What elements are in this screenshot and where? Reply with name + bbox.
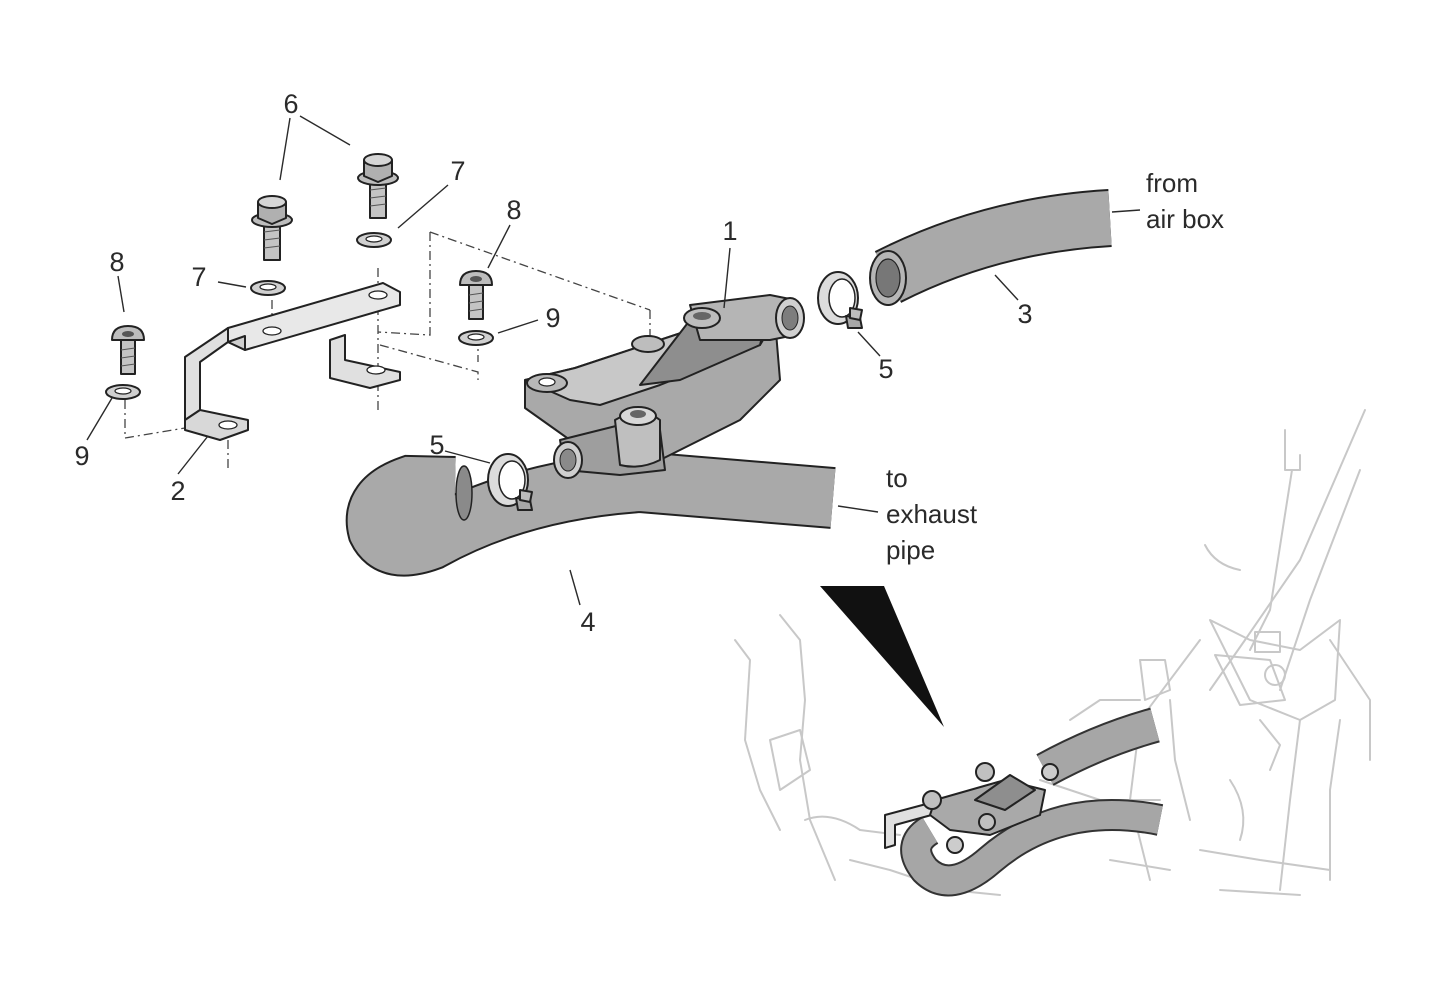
note-from-line2: air box (1146, 204, 1224, 234)
note-from-line1: from (1146, 168, 1198, 198)
reed-valve-body (524, 294, 805, 479)
callout-1: 1 (722, 216, 737, 246)
hose-to-exhaust (345, 450, 836, 577)
callout-9-left: 9 (74, 441, 89, 471)
callout-8-right: 8 (506, 195, 521, 225)
washer-small-left (105, 384, 141, 400)
callout-8-left: 8 (109, 247, 124, 277)
leader-lines (86, 115, 1141, 606)
frame-inset-view (734, 409, 1371, 897)
note-to-line1: to (886, 463, 908, 493)
callout-5-lower: 5 (429, 430, 444, 460)
inset-pointer (820, 586, 944, 727)
callout-4: 4 (580, 607, 595, 637)
screw-right (459, 270, 493, 320)
washer-right (356, 232, 392, 248)
flange-bolt-left (251, 195, 293, 261)
hose-from-airbox (869, 189, 1112, 306)
callout-7-right: 7 (450, 156, 465, 186)
callout-9-right: 9 (545, 303, 560, 333)
washer-left (250, 280, 286, 296)
washer-small-right (458, 330, 494, 346)
note-to-line2: exhaust (886, 499, 978, 529)
hose-clamp-upper (817, 271, 863, 329)
note-to-line3: pipe (886, 535, 935, 565)
bracket-part (184, 282, 401, 441)
callout-3: 3 (1017, 299, 1032, 329)
flange-bolt-right (357, 153, 399, 219)
callout-7-left: 7 (191, 262, 206, 292)
callout-6: 6 (283, 89, 298, 119)
callout-2: 2 (170, 476, 185, 506)
screw-left (111, 325, 145, 375)
callout-5-upper: 5 (878, 354, 893, 384)
